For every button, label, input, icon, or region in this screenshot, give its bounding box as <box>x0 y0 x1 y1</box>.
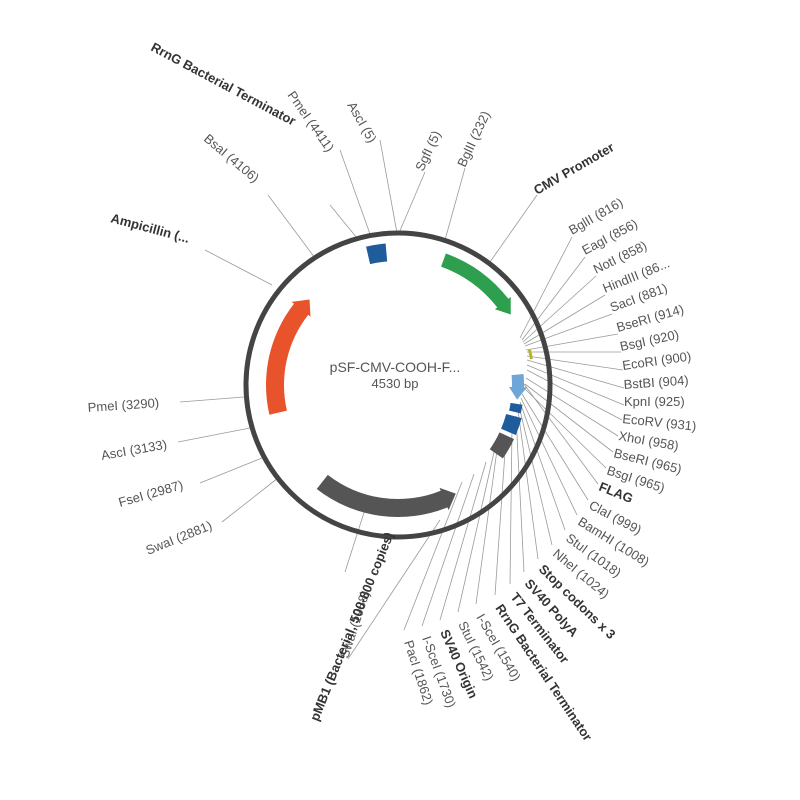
leader-swai-2881 <box>221 477 279 523</box>
leader-ecori-900 <box>526 355 624 371</box>
leader-bglii-232 <box>444 167 466 241</box>
leader-clai-999 <box>521 393 589 501</box>
leader-noti-858 <box>522 275 597 343</box>
leader-rrng-right <box>494 437 507 596</box>
label-rrng-left: RrnG Bacterial Terminator <box>149 39 299 128</box>
leader-stui-1542 <box>457 451 495 613</box>
leader-ampicillin <box>204 249 273 286</box>
label-kpni-925: KpnI (925) <box>624 394 685 409</box>
leader-stui-1018 <box>519 401 566 531</box>
leader-hindiii <box>523 294 606 345</box>
backbone-ring <box>243 230 553 540</box>
leader-bseri-965 <box>524 383 614 453</box>
feature-rrng-top <box>366 243 388 265</box>
leader-sgfi-5 <box>398 171 426 234</box>
feature-sv40-polya-box <box>509 402 523 414</box>
label-ascl-5: AscI (5) <box>344 99 379 145</box>
leader-saci-881 <box>524 313 613 347</box>
label-bglii-232: BglII (232) <box>454 109 493 170</box>
leader-bstbi-904 <box>526 359 625 389</box>
leader-bseri-914 <box>525 333 619 351</box>
label-ampicillin: Ampicillin (... <box>109 210 191 245</box>
leader-nhei-1024 <box>518 405 553 546</box>
plasmid-center: pSF-CMV-COOH-F... 4530 bp <box>330 359 461 391</box>
label-swai-2881: SwaI (2881) <box>144 518 215 558</box>
label-ecori-900: EcoRI (900) <box>621 348 692 373</box>
leader-flag <box>517 375 599 485</box>
leader-eagi-856 <box>521 256 586 341</box>
label-pmei-3290: PmeI (3290) <box>87 395 159 415</box>
leader-xhoi-958 <box>525 377 619 437</box>
leader-paci-1862 <box>403 481 463 631</box>
label-pmb1: pMB1 (Bacterial, 500-800 copies) <box>307 530 397 723</box>
leader-pmei-3290 <box>179 396 245 403</box>
leader-asci-3133 <box>177 427 251 443</box>
leader-isceii-1540 <box>475 449 498 605</box>
plasmid-size: 4530 bp <box>372 376 419 391</box>
label-cmv-promoter: CMV Promoter <box>531 139 617 197</box>
backbone-circle <box>243 230 553 540</box>
leader-isceii-1730 <box>421 473 475 627</box>
label-sgfi-5: SgfI (5) <box>412 128 444 173</box>
feature-ampicillin <box>266 299 311 415</box>
plasmid-name: pSF-CMV-COOH-F... <box>330 359 461 375</box>
leader-pmei-4411 <box>339 149 371 235</box>
leader-bglii-816 <box>519 236 573 339</box>
label-bsai-4106: BsaI (4106) <box>201 131 262 186</box>
feature-olive-bar <box>527 349 533 360</box>
leader-fsei-2987 <box>199 457 263 484</box>
leader-bsgi-965 <box>523 387 607 469</box>
feature-flag <box>508 374 527 400</box>
leader-ascl-5 <box>379 139 398 234</box>
leader-cmv-promoter <box>489 194 538 263</box>
leader-stop-codons <box>517 409 539 560</box>
feature-sv40-ori-box <box>489 432 515 459</box>
leader-t7-terminator <box>509 427 513 585</box>
leader-kpni-925 <box>526 364 625 406</box>
leader-sv40-polya <box>515 415 525 573</box>
leader-rrng-left <box>329 204 358 239</box>
leader-bamhi-1008 <box>520 397 578 516</box>
leader-sv40-origin <box>439 461 487 621</box>
feature-arcs <box>266 243 533 517</box>
feature-cmv <box>441 253 511 315</box>
label-asci-3133: AscI (3133) <box>100 437 168 463</box>
label-fsei-2987: FseI (2987) <box>117 477 185 510</box>
leader-bsai-4106 <box>267 194 316 259</box>
feature-t7-box <box>501 413 522 436</box>
leader-swai-1988 <box>347 519 441 660</box>
feature-pmb1 <box>316 474 456 517</box>
label-bstbi-904: BstBI (904) <box>623 372 689 391</box>
leader-ecorv-931 <box>526 369 623 421</box>
